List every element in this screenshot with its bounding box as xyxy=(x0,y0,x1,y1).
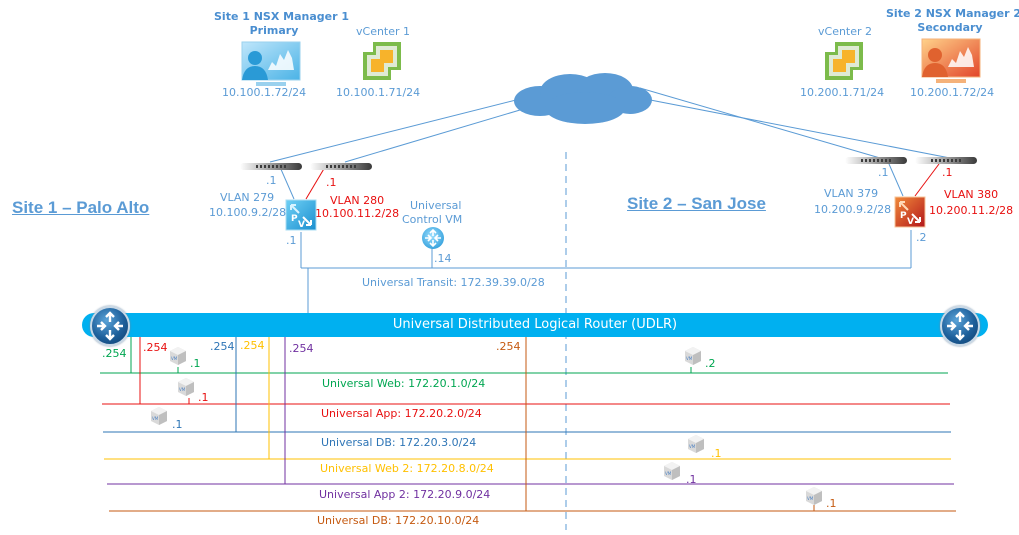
site1-edge-ip-b: 10.100.11.2/28 xyxy=(315,207,400,220)
db-vm1-ip: .1 xyxy=(172,418,183,431)
vcenter-icon xyxy=(825,42,863,80)
nsx-manager-icon xyxy=(921,38,981,83)
vm-icon: VM xyxy=(664,462,680,480)
control-vm-ip: .14 xyxy=(434,252,452,265)
segment-db-label: Universal DB: 172.20.3.0/24 xyxy=(321,436,477,449)
svg-text:VM: VM xyxy=(665,471,672,476)
vm-icon: VM xyxy=(170,347,186,365)
svg-text:V: V xyxy=(298,220,305,230)
site1-switch-a-ip: .1 xyxy=(266,174,277,187)
nsx-manager-icon xyxy=(241,41,301,86)
web-vm1-ip: .1 xyxy=(190,357,201,370)
site1-switch-b-icon xyxy=(310,163,372,170)
site2-edge-gateway-icon: P V xyxy=(894,196,926,228)
web-vm2-ip: .2 xyxy=(705,357,716,370)
site2-nsx-manager-name: Site 2 NSX Manager 2 xyxy=(886,7,1019,20)
site2-edge-ip-a: 10.200.9.2/28 xyxy=(814,203,892,216)
control-vm-router-icon xyxy=(422,227,444,249)
site1-edge-transit-ip: .1 xyxy=(286,234,297,247)
vcenter2-name: vCenter 2 xyxy=(818,25,873,38)
site2-nsx-manager-ip: 10.200.1.72/24 xyxy=(910,86,995,99)
vm-icon: VM xyxy=(685,347,701,365)
web-gateway-ip: .254 xyxy=(102,347,127,360)
svg-text:VM: VM xyxy=(171,356,178,361)
site2-vlan-b: VLAN 380 xyxy=(944,188,999,201)
site2-edge-ip-b: 10.200.11.2/28 xyxy=(929,204,1014,217)
udlr-router-left-icon xyxy=(90,306,130,346)
vcenter1-name: vCenter 1 xyxy=(356,25,411,38)
app2-vm-ip: .1 xyxy=(686,473,697,486)
svg-text:P: P xyxy=(900,211,907,221)
svg-text:VM: VM xyxy=(179,387,186,392)
svg-text:VM: VM xyxy=(152,416,159,421)
svg-text:VM: VM xyxy=(686,356,693,361)
vcenter-icon xyxy=(363,42,401,80)
db2-gateway-ip: .254 xyxy=(496,340,521,353)
site2-vlan-a: VLAN 379 xyxy=(824,187,879,200)
site1-nsx-manager-name: Site 1 NSX Manager 1 xyxy=(214,10,350,23)
segment-db2-label: Universal DB: 172.20.10.0/24 xyxy=(317,514,480,527)
svg-text:V: V xyxy=(907,217,914,227)
app-vm1-ip: .1 xyxy=(198,391,209,404)
vm-icon: VM xyxy=(178,378,194,396)
site2-switch-a-ip: .1 xyxy=(878,166,889,179)
site1-edge-ip-a: 10.100.9.2/28 xyxy=(209,206,287,219)
segment-app-label: Universal App: 172.20.2.0/24 xyxy=(321,407,482,420)
svg-text:VM: VM xyxy=(689,444,696,449)
control-vm-name-2: Control VM xyxy=(402,213,463,226)
vcenter2-ip: 10.200.1.71/24 xyxy=(800,86,885,99)
site2-switch-b-ip: .1 xyxy=(942,166,953,179)
segment-web2-label: Universal Web 2: 172.20.8.0/24 xyxy=(320,462,494,475)
udlr-router-right-icon xyxy=(940,306,980,346)
udlr-label: Universal Distributed Logical Router (UD… xyxy=(392,317,678,332)
site2-nsx-manager-role: Secondary xyxy=(917,21,983,34)
db2-vm-ip: .1 xyxy=(826,497,837,510)
site2-switch-a-icon xyxy=(845,157,907,164)
app2-gateway-ip: .254 xyxy=(289,342,314,355)
transit-label: Universal Transit: 172.39.39.0/28 xyxy=(362,276,545,289)
web2-vm-ip: .1 xyxy=(711,447,722,460)
site1-title: Site 1 – Palo Alto xyxy=(12,198,150,217)
svg-text:VM: VM xyxy=(807,496,814,501)
udlr-bar: Universal Distributed Logical Router (UD… xyxy=(82,313,988,337)
app-gateway-ip: .254 xyxy=(143,341,168,354)
site2-title: Site 2 – San Jose xyxy=(627,194,766,213)
vm-icon: VM xyxy=(151,407,167,425)
segment-app2-label: Universal App 2: 172.20.9.0/24 xyxy=(319,488,491,501)
vcenter1-ip: 10.100.1.71/24 xyxy=(336,86,421,99)
site1-edge-gateway-icon: P V xyxy=(285,199,317,231)
vm-icon: VM xyxy=(688,435,704,453)
site2-edge-transit-ip: .2 xyxy=(916,231,927,244)
web2-gateway-ip: .254 xyxy=(240,339,265,352)
site1-switch-b-ip: .1 xyxy=(326,176,337,189)
db-gateway-ip: .254 xyxy=(210,340,235,353)
site1-nsx-manager-role: Primary xyxy=(249,24,299,37)
site1-switch-a-icon xyxy=(240,163,302,170)
site1-vlan-b: VLAN 280 xyxy=(330,194,385,207)
site1-nsx-manager-ip: 10.100.1.72/24 xyxy=(222,86,307,99)
segment-web-label: Universal Web: 172.20.1.0/24 xyxy=(322,377,486,390)
control-vm-name-1: Universal xyxy=(410,199,462,212)
site1-vlan-a: VLAN 279 xyxy=(220,191,275,204)
svg-text:P: P xyxy=(291,214,298,224)
internet-cloud-icon xyxy=(514,73,652,124)
vm-icon: VM xyxy=(806,487,822,505)
site2-switch-b-icon xyxy=(915,157,977,164)
